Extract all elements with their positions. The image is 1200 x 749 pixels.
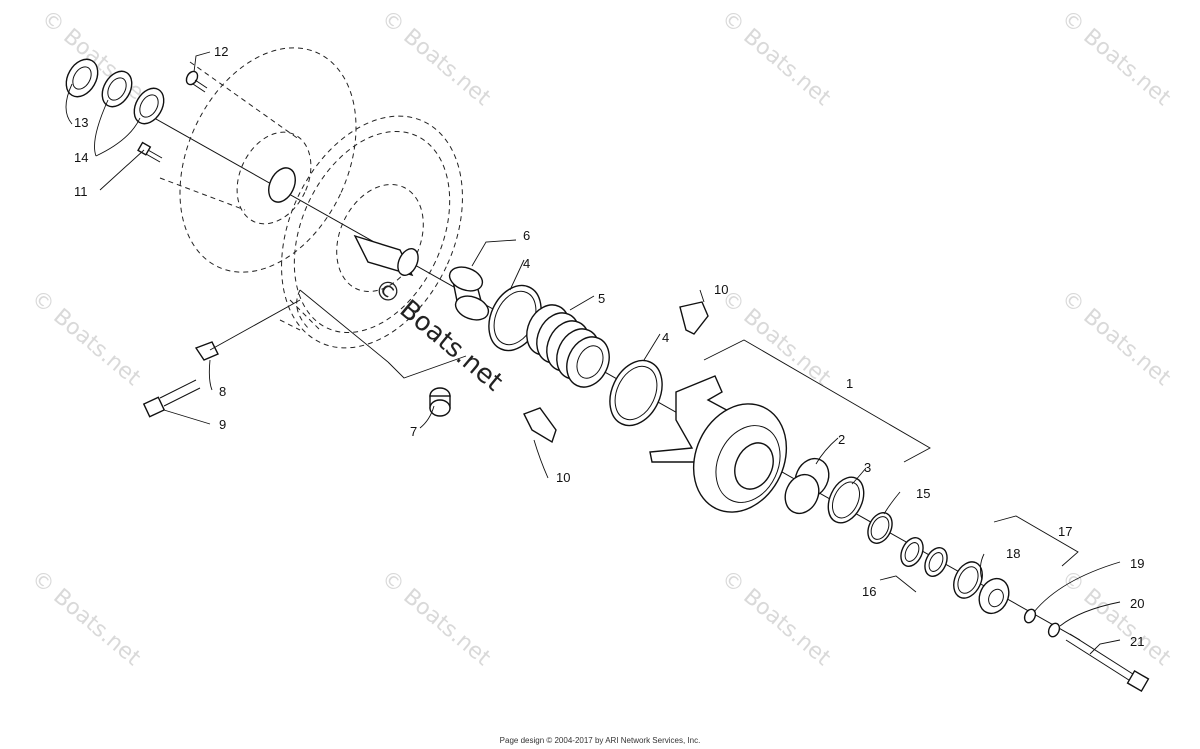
clip-8 [194,341,219,361]
leader-7-bracket [387,355,467,379]
washer-4b [609,359,663,427]
watermark: © Boats.net [716,565,835,671]
callout-8: 8 [219,384,226,399]
callout-1: 1 [846,376,853,391]
callout-7: 7 [410,424,417,439]
callout-5: 5 [598,291,605,306]
washer-19 [1023,608,1037,624]
washer-16a [900,537,924,567]
screw-12 [185,70,208,93]
shoe-10-bottom [523,407,557,444]
washer-13 [65,58,99,98]
callout-21: 21 [1130,634,1144,649]
leader-lines [65,51,1121,655]
o-ring-15 [867,512,893,544]
callout-15: 15 [916,486,930,501]
watermark: © Boats.net [1056,565,1175,671]
watermark: © Boats.net [1056,285,1175,391]
spring-5 [526,304,610,388]
callout-16: 16 [862,584,876,599]
leader-7-axis [299,289,389,363]
cam-1 [649,375,788,513]
footer-copyright: Page design © 2004-2017 by ARI Network S… [499,736,701,745]
callout-4-left: 4 [523,256,530,271]
bracket-17 [993,515,1079,567]
callout-13: 13 [74,115,88,130]
callout-18: 18 [1006,546,1020,561]
bolt-11 [137,141,163,163]
watermark: © Boats.net [26,285,145,391]
washer-20 [1047,622,1061,638]
watermark-layer: © Boats.net © Boats.net © Boats.net © Bo… [26,5,1175,671]
callout-12: 12 [214,44,228,59]
callouts: 12 13 14 11 8 9 7 6 4 5 10 4 10 1 2 3 15… [74,44,1144,649]
outer-sheave [159,47,357,273]
watermark: © Boats.net [1056,5,1175,111]
bushing-6 [448,266,490,321]
callout-19: 19 [1130,556,1144,571]
bolt-9 [142,379,201,418]
washer-14b [133,87,165,125]
callout-9: 9 [219,417,226,432]
callout-4-right: 4 [662,330,669,345]
leader-8-axis [209,299,301,351]
watermark: © Boats.net [26,565,145,671]
shoe-10-top [679,301,709,335]
callout-14: 14 [74,150,88,165]
washer-16b [924,547,948,577]
washer-14a [101,70,133,108]
bracket-1 [703,339,931,463]
watermark: © Boats.net [716,5,835,111]
cap-18 [978,577,1010,615]
callout-17: 17 [1058,524,1072,539]
callout-3: 3 [864,460,871,475]
watermark: © Boats.net [716,285,835,391]
callout-20: 20 [1130,596,1144,611]
watermark: © Boats.net [376,5,495,111]
callout-10-bottom: 10 [556,470,570,485]
snap-ring-3 [827,476,865,524]
callout-11: 11 [74,184,88,199]
watermark: © Boats.net [376,565,495,671]
callout-2: 2 [838,432,845,447]
spacer-7 [429,387,451,417]
callout-10-top: 10 [714,282,728,297]
bushing-2 [784,457,830,515]
callout-6: 6 [523,228,530,243]
hub-shaft [353,234,419,277]
watermark: © Boats.net [36,5,155,111]
washer-17 [953,561,983,599]
bracket-16 [879,575,917,593]
bolt-21 [1065,633,1150,693]
